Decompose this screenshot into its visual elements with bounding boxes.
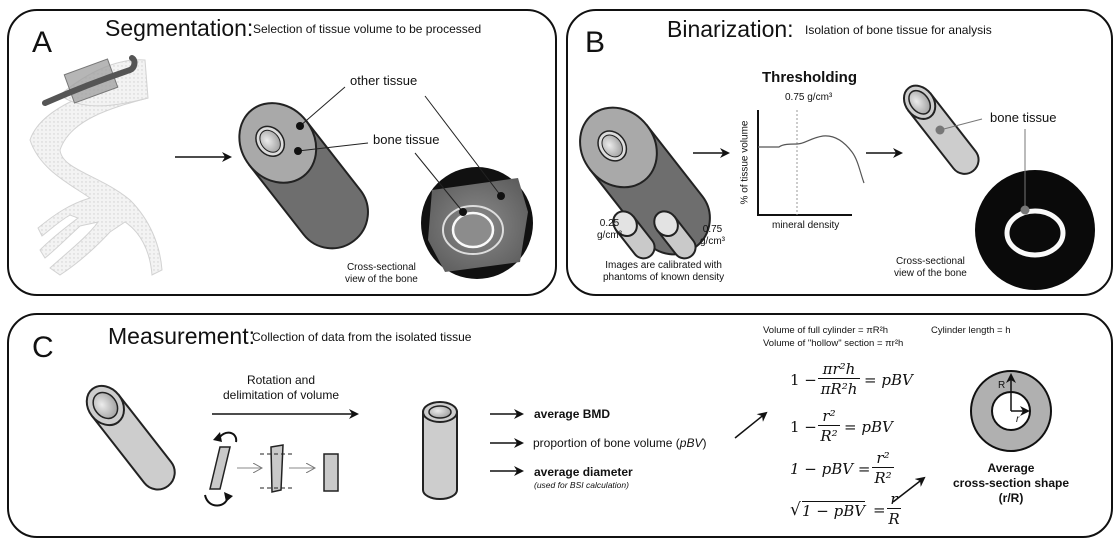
- panel-c-subtitle: Collection of data from the isolated tis…: [252, 330, 472, 344]
- label-bone-tissue-b: bone tissue: [990, 110, 1057, 125]
- formula-cylinder-length: Cylinder length = h: [931, 325, 1011, 336]
- phantom-low: [612, 210, 656, 260]
- ring-R-label: R: [998, 380, 1006, 391]
- threshold-value-label: 0.75 g/cm³: [785, 92, 833, 103]
- label-other-tissue: other tissue: [350, 73, 418, 88]
- output-average-diameter: average diameter: [534, 465, 633, 479]
- formula-full-cylinder: Volume of full cylinder = πR²h: [763, 325, 889, 336]
- output-diameter-note: (used for BSI calculation): [534, 480, 629, 490]
- phantom-high: [653, 210, 697, 260]
- leader-line: [424, 95, 502, 197]
- panel-letter-a: A: [32, 26, 53, 59]
- tissue-cylinder: [238, 102, 369, 250]
- panel-c-title: Measurement:: [108, 323, 256, 349]
- final-slab: [323, 453, 339, 492]
- calibration-caption: Images are calibrated with phantoms of k…: [603, 260, 725, 283]
- chart-y-label: % of tissue volume: [739, 120, 751, 205]
- rotation-steps: [204, 431, 339, 507]
- bone-cylinder-tilted: [85, 384, 176, 491]
- marker-dot: [459, 208, 467, 216]
- arrow-icon: [892, 476, 926, 503]
- phantom-high-label: 0.75 g/cm³: [700, 224, 725, 247]
- tilted-slab: [209, 446, 231, 490]
- trimmed-slab: [270, 444, 284, 493]
- panel-a-subtitle: Selection of tissue volume to be process…: [253, 22, 482, 36]
- arrow-icon: [734, 411, 768, 439]
- ring-r-label: r: [1016, 414, 1020, 425]
- ct-cross-section: [421, 167, 533, 279]
- label-bone-tissue: bone tissue: [373, 132, 440, 147]
- phantom-low-label: 0.25 g/cm³: [597, 218, 622, 241]
- bone-cylinder-upright: [422, 401, 458, 500]
- chart-x-label: mineral density: [772, 220, 840, 231]
- label-cross-section-a: Cross-sectional view of the bone: [345, 262, 418, 285]
- distribution-curve: [758, 135, 865, 184]
- average-cross-section-ring: [970, 370, 1052, 452]
- average-shape-caption: Average cross-section shape (r/R): [952, 461, 1070, 505]
- marker-dot: [935, 125, 945, 135]
- binary-cross-section: [975, 170, 1095, 290]
- leader-line: [939, 118, 983, 131]
- panel-measurement: [7, 313, 1113, 538]
- marker-dot: [1020, 205, 1030, 215]
- output-average-bmd: average BMD: [534, 407, 611, 421]
- threshold-chart: [757, 110, 865, 216]
- panel-letter-c: C: [32, 331, 54, 364]
- formula-hollow-section: Volume of "hollow" section = πr²h: [763, 338, 904, 349]
- output-pbv: proportion of bone volume (pBV): [533, 436, 707, 450]
- bone-highlight: [42, 55, 138, 106]
- marker-dot: [497, 192, 505, 200]
- leader-line: [297, 142, 369, 152]
- rotation-caption: Rotation and delimitation of volume: [222, 373, 340, 402]
- panel-letter-b: B: [585, 26, 606, 59]
- label-cross-section-b: Cross-sectional view of the bone: [894, 256, 967, 279]
- panel-a-title: Segmentation:: [105, 15, 254, 41]
- panel-b-subtitle: Isolation of bone tissue for analysis: [805, 23, 992, 37]
- calibration-cylinder: [579, 106, 711, 260]
- marker-dot: [296, 122, 304, 130]
- panel-b-title: Binarization:: [667, 16, 794, 42]
- rotate-cw-icon: [204, 494, 229, 507]
- leader-line: [414, 152, 464, 213]
- leader-line: [299, 86, 346, 127]
- thresholding-title: Thresholding: [762, 69, 857, 86]
- marker-dot: [294, 147, 302, 155]
- binarized-cylinder: [902, 84, 980, 175]
